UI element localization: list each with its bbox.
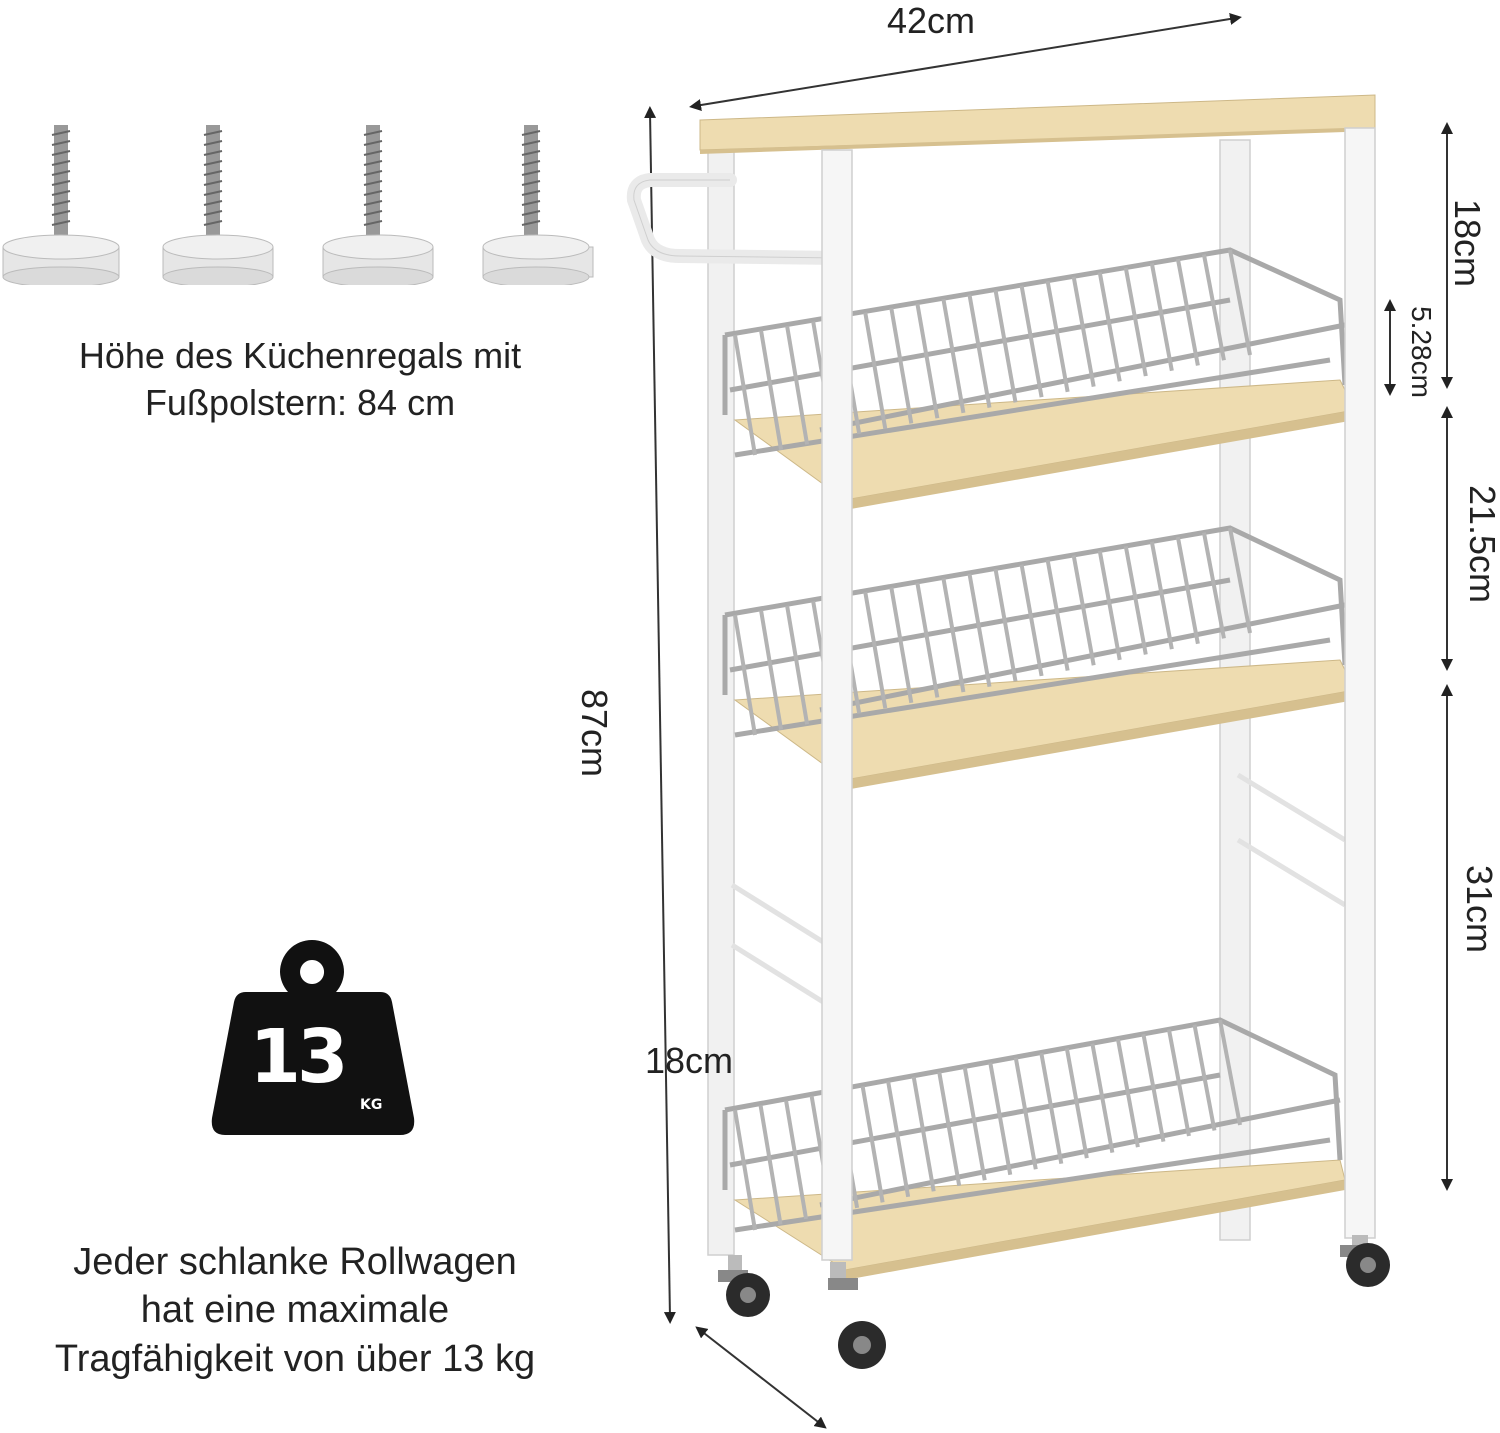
basket-wire — [937, 1071, 962, 1187]
cart-shelf-bottom — [722, 1017, 1346, 1280]
basket-wire — [941, 298, 966, 414]
dimension-lower-gap-label: 31cm — [1459, 864, 1500, 954]
feet-caption-line: Höhe des Küchenregals mit — [78, 335, 522, 376]
basket-wire — [733, 334, 757, 456]
basket-wire — [759, 610, 784, 730]
caster-wheels — [718, 1235, 1390, 1369]
basket-wire — [967, 573, 992, 688]
basket-wire — [1019, 564, 1044, 677]
weight-icon — [211, 940, 415, 1135]
basket-wire — [1175, 258, 1200, 366]
basket-wire — [1166, 1029, 1191, 1137]
feet-row — [0, 115, 620, 295]
feet-caption-line: Fußpolstern: 84 cm — [144, 381, 456, 423]
basket-wire — [863, 591, 888, 709]
basket-wire — [1097, 550, 1122, 661]
load-caption-line: Tragfähigkeit von über 13 kg — [54, 1337, 536, 1380]
basket-wire — [1201, 254, 1226, 361]
adjustable-foot-icon — [482, 125, 594, 285]
basket-wire — [1218, 1019, 1242, 1126]
basket-wire — [886, 1081, 911, 1198]
basket-wire — [915, 582, 940, 698]
load-capacity-caption: Jeder schlanke Rollwagen hat eine maxima… — [10, 1238, 580, 1383]
dimension-depth-label: 18cm — [645, 1040, 734, 1081]
basket-wire — [1149, 263, 1174, 372]
basket-wire — [1071, 276, 1096, 387]
adjustable-foot-icon — [322, 125, 434, 285]
basket-wire — [1141, 1033, 1166, 1142]
basket-wire — [889, 587, 914, 704]
basket-wire — [993, 568, 1018, 682]
dimension-lines — [644, 13, 1453, 1429]
basket-wire — [1071, 555, 1096, 666]
basket-wire — [1149, 541, 1174, 650]
adjustable-foot-icon — [162, 125, 274, 285]
basket-wire — [1013, 1057, 1038, 1170]
cart-top-board — [699, 94, 1376, 154]
basket-wire — [1123, 545, 1148, 655]
basket-wire — [733, 1109, 757, 1231]
load-caption-line: Jeder schlanke Rollwagen — [73, 1241, 517, 1283]
basket-wire — [1123, 267, 1148, 377]
basket-wire — [863, 312, 888, 430]
basket-wire — [915, 303, 940, 419]
basket-wire — [1175, 536, 1200, 645]
basket-wire — [785, 325, 810, 445]
basket-wire — [1045, 559, 1070, 671]
dimension-width-label: 42cm — [887, 0, 976, 41]
cart-handle — [626, 173, 847, 265]
basket-wire — [1201, 532, 1226, 639]
cart-shelf-top — [722, 247, 1356, 510]
basket-wire — [758, 1104, 783, 1225]
load-caption-line: hat eine maximale — [140, 1289, 450, 1332]
weight-value: 13 — [249, 1014, 349, 1100]
basket-wire — [759, 330, 784, 451]
dimension-top-gap-label: 18cm — [1447, 198, 1489, 288]
basket-wire — [1019, 285, 1044, 398]
cart-side-rails — [730, 772, 1347, 1008]
dimension-height-label: 87cm — [574, 688, 616, 778]
basket-wire — [1192, 1024, 1217, 1131]
basket-wire — [733, 614, 757, 736]
caster-wheel — [828, 1262, 886, 1369]
feet-caption: Höhe des Küchenregals mit Fußpolstern: 8… — [20, 333, 580, 427]
basket-wire — [860, 1085, 885, 1203]
dimension-middle-gap-label: 21.5cm — [1462, 484, 1500, 604]
adjustable-foot-icon — [2, 125, 120, 285]
caster-wheel — [1340, 1235, 1390, 1287]
basket-wire — [1045, 280, 1070, 393]
basket-wire — [967, 294, 992, 408]
basket-wire — [941, 578, 966, 693]
basket-wire — [785, 605, 810, 725]
basket-wire — [1064, 1048, 1089, 1159]
basket-wire — [1228, 527, 1252, 634]
dimension-basket-height-label: 5.28cm — [1405, 306, 1437, 398]
basket-wire — [911, 1076, 936, 1192]
caster-wheel — [718, 1255, 770, 1317]
basket-wire — [1228, 249, 1252, 356]
cart-shelf-middle — [722, 525, 1356, 790]
weight-unit: KG — [360, 1097, 383, 1113]
basket-wire — [988, 1062, 1013, 1176]
basket-wire — [784, 1100, 809, 1220]
basket-wire — [962, 1067, 987, 1181]
basket-wire — [889, 307, 914, 424]
cart-frame-front — [821, 127, 1376, 1261]
basket-wire — [993, 289, 1018, 403]
basket-wire — [1097, 272, 1122, 382]
basket-wire — [1115, 1038, 1140, 1148]
basket-wire — [1039, 1052, 1064, 1165]
basket-wire — [1090, 1043, 1115, 1153]
weight-badge: 13 KG — [210, 930, 415, 1140]
